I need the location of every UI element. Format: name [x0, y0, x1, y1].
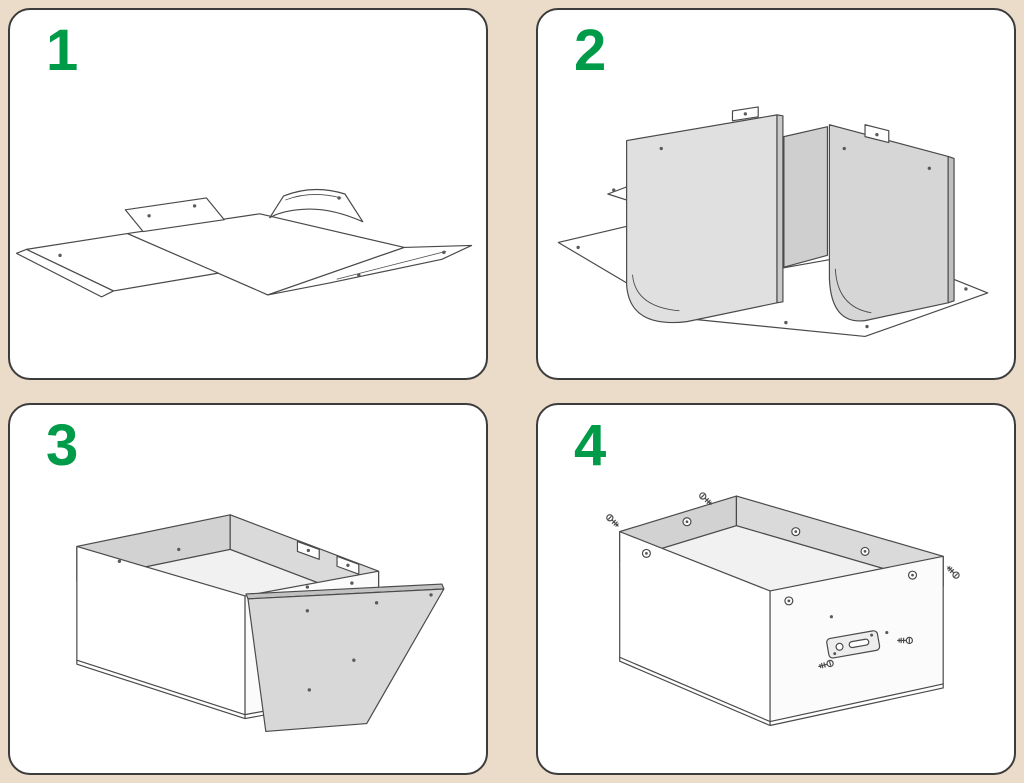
base-lip [76, 659, 380, 720]
blank-left-end-flap [15, 248, 115, 298]
left-wall-folded [626, 106, 784, 324]
latch-plate [826, 630, 881, 659]
flat-blank-sheet [15, 188, 473, 298]
blank-back-left-flap [124, 197, 225, 233]
hole-dots [576, 112, 968, 329]
step-number-1: 1 [46, 18, 78, 83]
step-panel-3: 3 [8, 403, 488, 775]
assembled-box-body [619, 495, 944, 727]
left-wall-curl-line [632, 274, 680, 312]
step-panel-1: 1 [8, 8, 488, 380]
flat-blank-illustration [15, 188, 473, 298]
slanted-front-panel [245, 583, 445, 733]
step-panel-4: 4 [536, 403, 1016, 775]
folded-walls-illustration [557, 106, 989, 338]
blank-hole-dots [58, 196, 446, 277]
right-wing-fold-line [336, 250, 447, 280]
panel-face [247, 588, 445, 733]
screw-installation-illustration [604, 491, 961, 727]
hole-dots [117, 547, 433, 692]
base-lip [619, 656, 944, 727]
curl-line [285, 194, 342, 201]
step-number-3: 3 [46, 413, 78, 478]
panel-attachment-illustration [76, 514, 445, 733]
right-wall-curl-line [834, 268, 872, 314]
right-wall-folded [828, 124, 955, 322]
far-wall-piece [783, 126, 829, 268]
step-panel-2: 2 [536, 8, 1016, 380]
hole-dots [829, 615, 889, 635]
step-number-4: 4 [574, 413, 606, 478]
step-number-2: 2 [574, 18, 606, 83]
